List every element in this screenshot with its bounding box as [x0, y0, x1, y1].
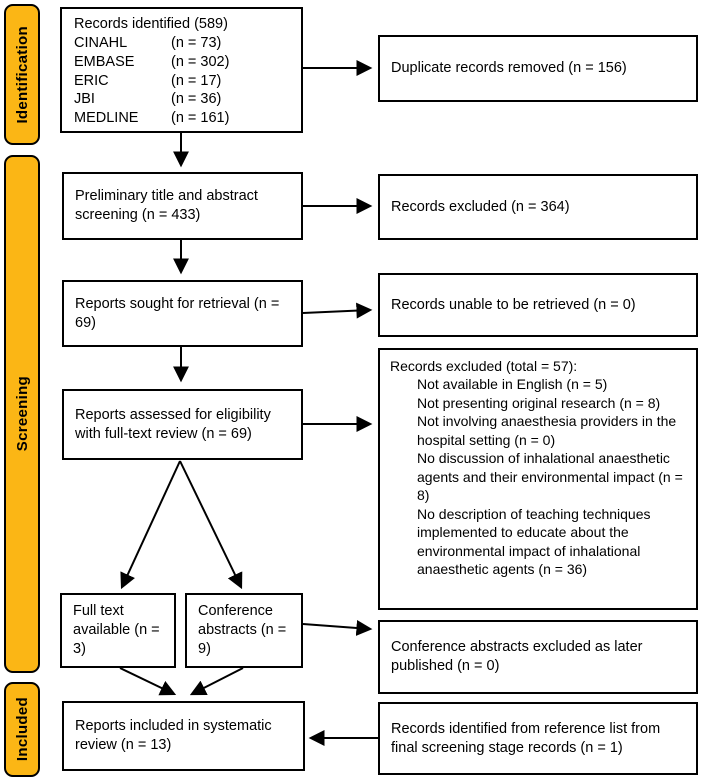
exclusion-reason: Not available in English (n = 5) [417, 376, 608, 393]
records-identified-title: Records identified (589) [74, 16, 228, 32]
source-count: (n = 161) [171, 110, 230, 127]
stage-included-label: Included [13, 697, 31, 762]
conference-excluded-text: Conference abstracts excluded as later p… [391, 639, 643, 674]
prelim-screening-text: Preliminary title and abstract screening… [75, 188, 258, 223]
assessed-eligibility-text: Reports assessed for eligibility with fu… [75, 406, 271, 442]
exclusion-reason: No description of teaching techniques im… [417, 505, 651, 578]
unable-retrieved-text: Records unable to be retrieved (n = 0) [391, 296, 636, 313]
box-assessed-eligibility: Reports assessed for eligibility with fu… [62, 389, 303, 460]
conference-abstracts-text: Conference abstracts (n = 9) [198, 603, 287, 657]
source-name: MEDLINE [74, 110, 139, 127]
stage-included: Included [4, 682, 40, 777]
box-records-identified: Records identified (589) CINAHL (n = 73)… [60, 7, 303, 133]
full-excluded-title: Records excluded (total = 57): [390, 358, 578, 374]
arrow-sought-to-unable [302, 302, 373, 319]
source-name: ERIC [74, 72, 109, 89]
records-identified-sources: CINAHL (n = 73) EMBASE (n = 302) ERIC (n… [74, 34, 289, 128]
arrow-confabs-to-confexcluded [302, 620, 373, 636]
arrow-assessed-to-fulltext [120, 460, 181, 590]
source-name: JBI [74, 91, 95, 108]
source-count: (n = 36) [171, 91, 222, 108]
arrow-confabs-to-included [189, 667, 244, 696]
sought-retrieval-text: Reports sought for retrieval (n = 69) [75, 295, 280, 331]
box-duplicates-removed: Duplicate records removed (n = 156) [378, 35, 698, 102]
box-prelim-screening: Preliminary title and abstract screening… [62, 172, 303, 240]
source-count: (n = 302) [171, 53, 230, 70]
box-full-excluded: Records excluded (total = 57): Not avail… [378, 348, 698, 610]
records-excluded-text: Records excluded (n = 364) [391, 198, 570, 215]
source-count: (n = 73) [171, 34, 222, 51]
source-name: CINAHL [74, 34, 128, 51]
box-full-text-available: Full text available (n = 3) [60, 593, 176, 668]
source-name: EMBASE [74, 53, 135, 70]
stage-screening: Screening [4, 155, 40, 673]
arrow-assessed-to-confabs [179, 460, 243, 590]
box-reference-list: Records identified from reference list f… [378, 702, 698, 775]
box-conference-excluded: Conference abstracts excluded as later p… [378, 620, 698, 694]
full-text-available-text: Full text available (n = 3) [73, 603, 160, 657]
stage-screening-label: Screening [13, 376, 31, 452]
box-unable-retrieved: Records unable to be retrieved (n = 0) [378, 273, 698, 337]
box-conference-abstracts: Conference abstracts (n = 9) [185, 593, 303, 668]
reference-list-text: Records identified from reference list f… [391, 720, 661, 756]
stage-identification: Identification [4, 4, 40, 145]
duplicates-removed-text: Duplicate records removed (n = 156) [391, 60, 627, 77]
exclusion-reason: No discussion of inhalational anaestheti… [417, 450, 683, 504]
box-included-review: Reports included in systematic review (n… [62, 701, 305, 771]
box-sought-retrieval: Reports sought for retrieval (n = 69) [62, 280, 303, 347]
included-review-text: Reports included in systematic review (n… [75, 718, 272, 753]
arrow-fulltext-to-included [119, 667, 177, 696]
box-records-excluded: Records excluded (n = 364) [378, 174, 698, 240]
exclusion-reason: Not presenting original research (n = 8) [417, 394, 661, 411]
source-count: (n = 17) [171, 72, 222, 89]
stage-identification-label: Identification [13, 25, 31, 124]
exclusion-reason: Not involving anaesthesia providers in t… [417, 413, 677, 448]
